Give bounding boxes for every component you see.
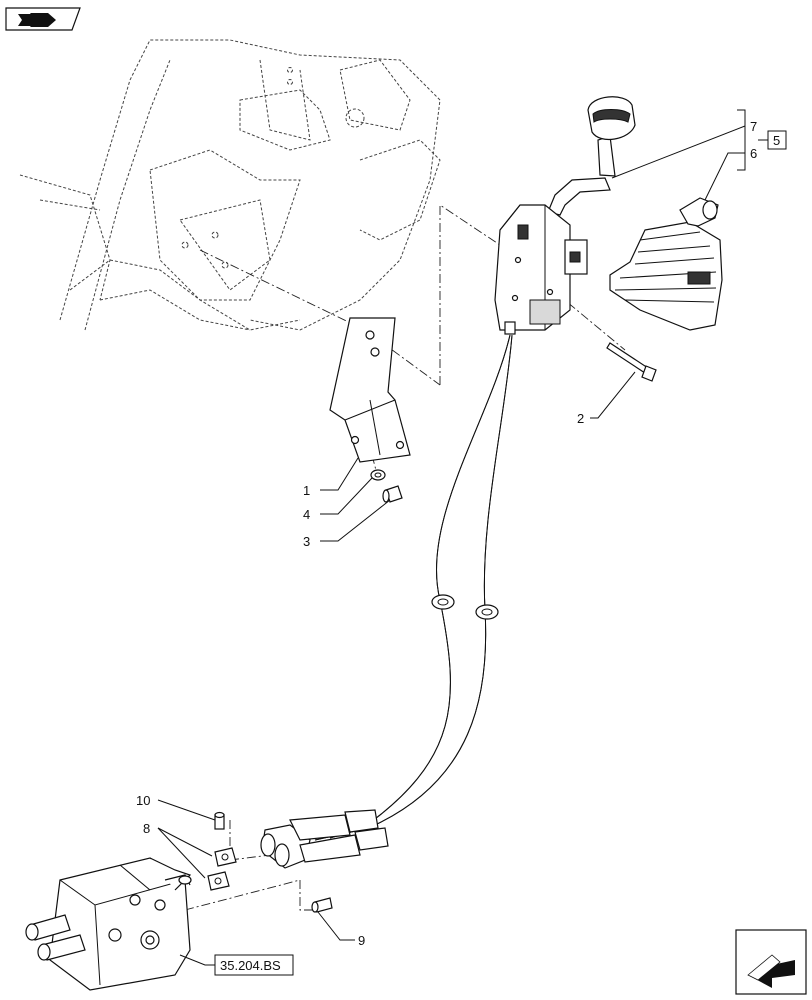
long-bolt[interactable] [606,342,657,382]
group-reference-label: 5 [773,133,780,148]
mounting-bracket[interactable] [329,317,411,463]
clevis[interactable] [207,871,230,891]
control-cables [314,334,513,841]
section-reference-box[interactable]: 35.204.BS [214,954,294,976]
callout-6: 6 [750,146,757,161]
back-arrow-icon[interactable] [5,7,81,31]
screw[interactable] [311,897,333,913]
callout-4: 4 [303,507,310,522]
pin[interactable] [214,811,225,830]
callout-leaders [157,109,746,966]
group-reference-box[interactable]: 5 [758,130,787,150]
callout-8: 8 [143,821,150,836]
section-reference-label: 35.204.BS [220,958,281,973]
control-valve[interactable] [25,857,192,991]
callout-3: 3 [303,534,310,549]
cab-frame-outline [19,39,441,331]
washer[interactable] [370,469,386,481]
alignment-lines [184,204,626,911]
next-arrow-icon[interactable] [735,929,807,995]
callout-9: 9 [358,933,365,948]
clevis[interactable] [214,847,237,867]
callout-7: 7 [750,119,757,134]
callout-2: 2 [577,411,584,426]
callout-10: 10 [136,793,150,808]
control-lever[interactable] [547,96,636,216]
short-bolt[interactable] [382,485,403,503]
callout-1: 1 [303,483,310,498]
cable-end-fittings[interactable] [260,809,389,869]
lever-housing[interactable] [494,204,588,335]
rubber-boot[interactable] [609,197,723,331]
